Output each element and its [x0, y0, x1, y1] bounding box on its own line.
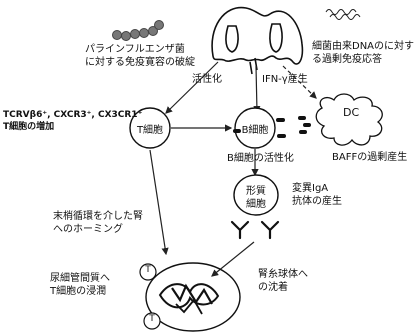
t-cell-node: [129, 107, 171, 149]
dendritic-cell-icon: [315, 93, 383, 146]
label-tcrv-1: TCRVβ6⁺, CXCR3⁺, CX3CR1⁺: [3, 110, 143, 120]
t-cell-label: T細胞: [136, 125, 164, 136]
label-tcrv-2: T細胞の増加: [3, 122, 55, 132]
glomerulus-icon: [145, 262, 241, 332]
label-ifn: IFN-γ産生: [262, 74, 308, 85]
label-parainfluenza-1: パラインフルエンザ菌: [85, 44, 185, 55]
label-activation: 活性化: [192, 74, 222, 85]
label-bacterial-dna-2: る過剰免疫応答: [312, 54, 382, 65]
label-bacterial-dna-1: 細菌由来DNAのに対す: [312, 41, 414, 52]
label-infiltration-2: T細胞の浸潤: [50, 286, 107, 297]
b-cell-node: [234, 107, 276, 149]
plasma-cell-label-2: 細胞: [246, 199, 266, 210]
bacteria-chain-icon: [112, 20, 164, 41]
lymphoid-organ-icon: [211, 6, 304, 75]
plasma-cell-node: [233, 174, 279, 216]
t-cell-small-label-2: T: [149, 314, 155, 324]
t-cell-small-label-1: T: [145, 265, 151, 275]
label-infiltration-1: 尿細管間質へ: [50, 273, 110, 284]
iga-antibody-icons: [230, 220, 280, 240]
label-baff: BAFFの過剰産生: [332, 152, 408, 163]
b-cell-label: B細胞: [241, 125, 269, 136]
arrow-deposition: [211, 241, 255, 277]
dc-label: DC: [343, 106, 360, 119]
dna-strands-icon: [325, 9, 361, 20]
t-cell-small-1: [139, 263, 157, 281]
b-cell-receptor-icons: [233, 118, 286, 138]
t-cell-small-2: [143, 312, 161, 330]
label-homing-1: 末梢循環を介した腎: [53, 211, 143, 222]
label-deposition-1: 腎糸球体へ: [258, 269, 308, 280]
dc-signal-marks: [298, 116, 311, 134]
label-iga-1: 変異IgA: [292, 183, 329, 194]
label-parainfluenza-2: に対する免疫寛容の破綻: [85, 57, 195, 68]
label-homing-2: へのホーミング: [53, 224, 123, 235]
plasma-cell-label-1: 形質: [246, 186, 266, 197]
label-b-activation: B細胞の活性化: [227, 153, 294, 164]
arrow-organ-to-dc: [282, 65, 317, 99]
label-iga-2: 抗体の産生: [292, 196, 342, 207]
arrow-organ-to-bcell: [253, 65, 261, 114]
arrow-homing: [149, 149, 169, 256]
arrow-organ-to-tcell: [165, 61, 219, 114]
label-deposition-2: の沈着: [258, 282, 288, 293]
